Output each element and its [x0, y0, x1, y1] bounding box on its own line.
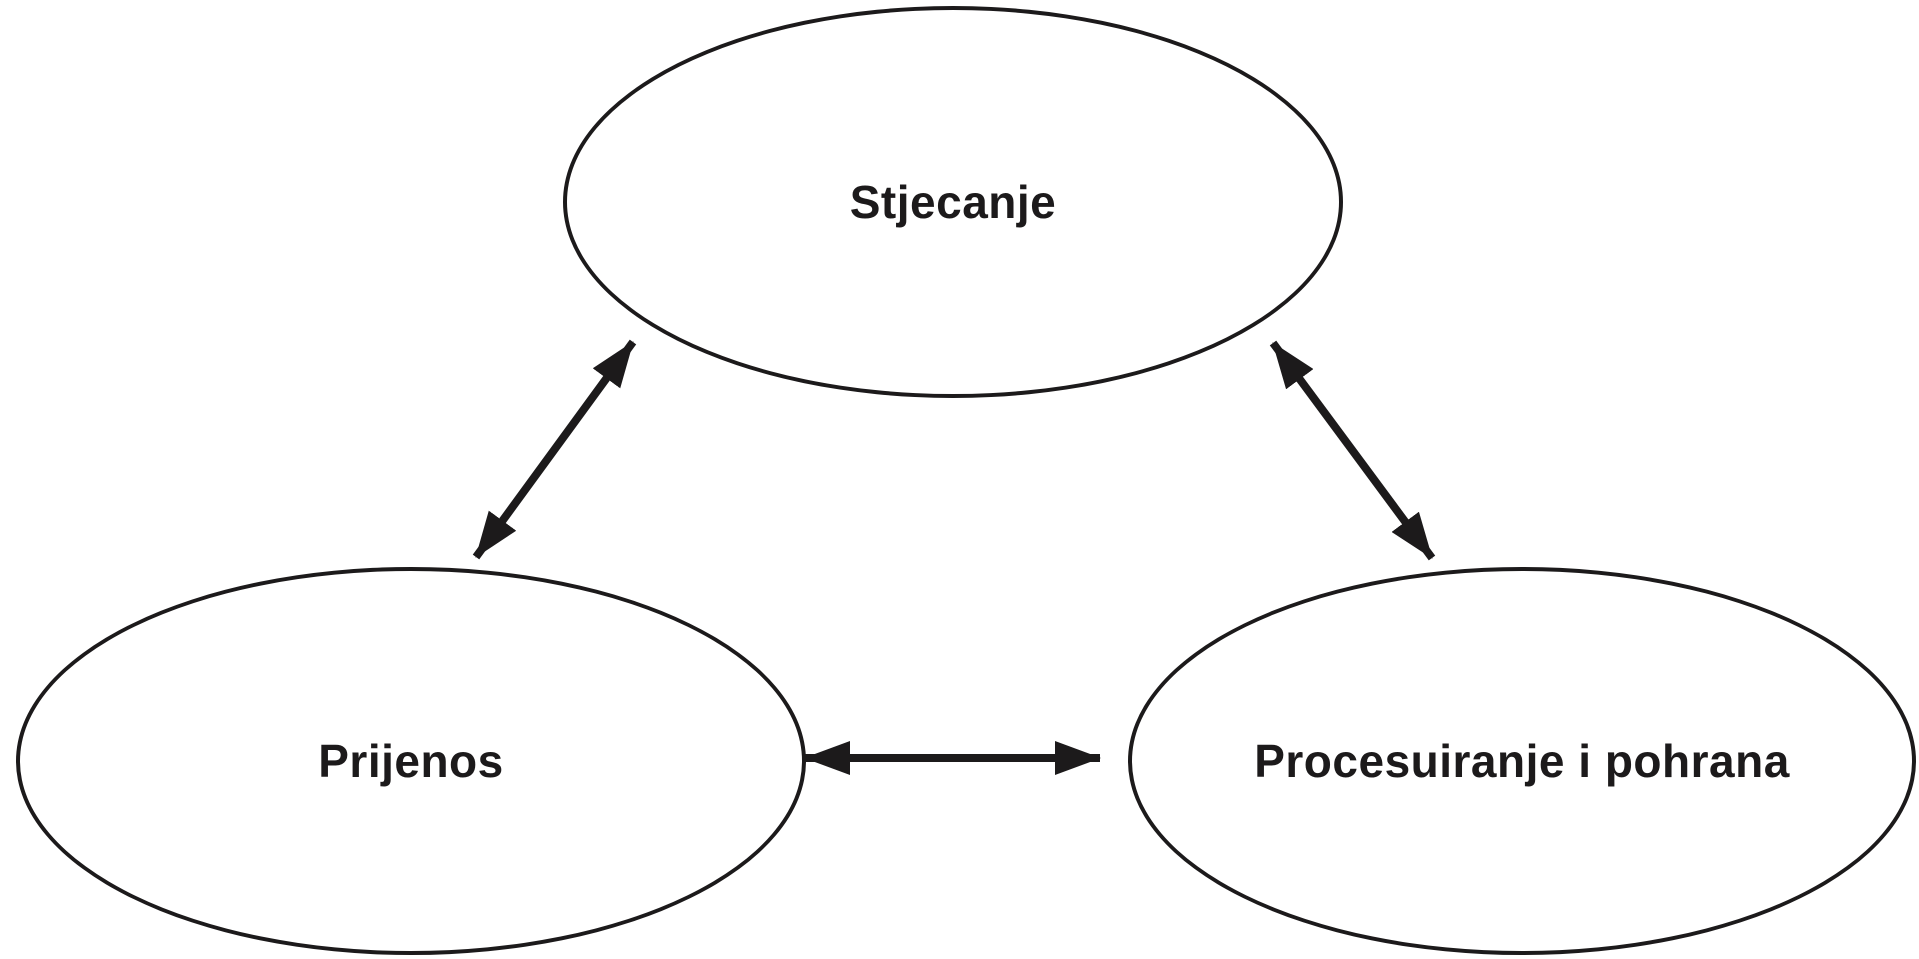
node-procesuiranje-i-pohrana-label: Procesuiranje i pohrana	[1254, 735, 1790, 787]
connector-stjecanje-prijenos	[472, 339, 637, 560]
node-prijenos-label: Prijenos	[318, 735, 504, 787]
node-stjecanje: Stjecanje	[563, 6, 1343, 398]
node-prijenos: Prijenos	[16, 567, 806, 955]
node-stjecanje-label: Stjecanje	[849, 176, 1057, 228]
node-procesuiranje-i-pohrana: Procesuiranje i pohrana	[1128, 567, 1916, 955]
connector-stjecanje-procesuiranje	[1269, 340, 1436, 561]
